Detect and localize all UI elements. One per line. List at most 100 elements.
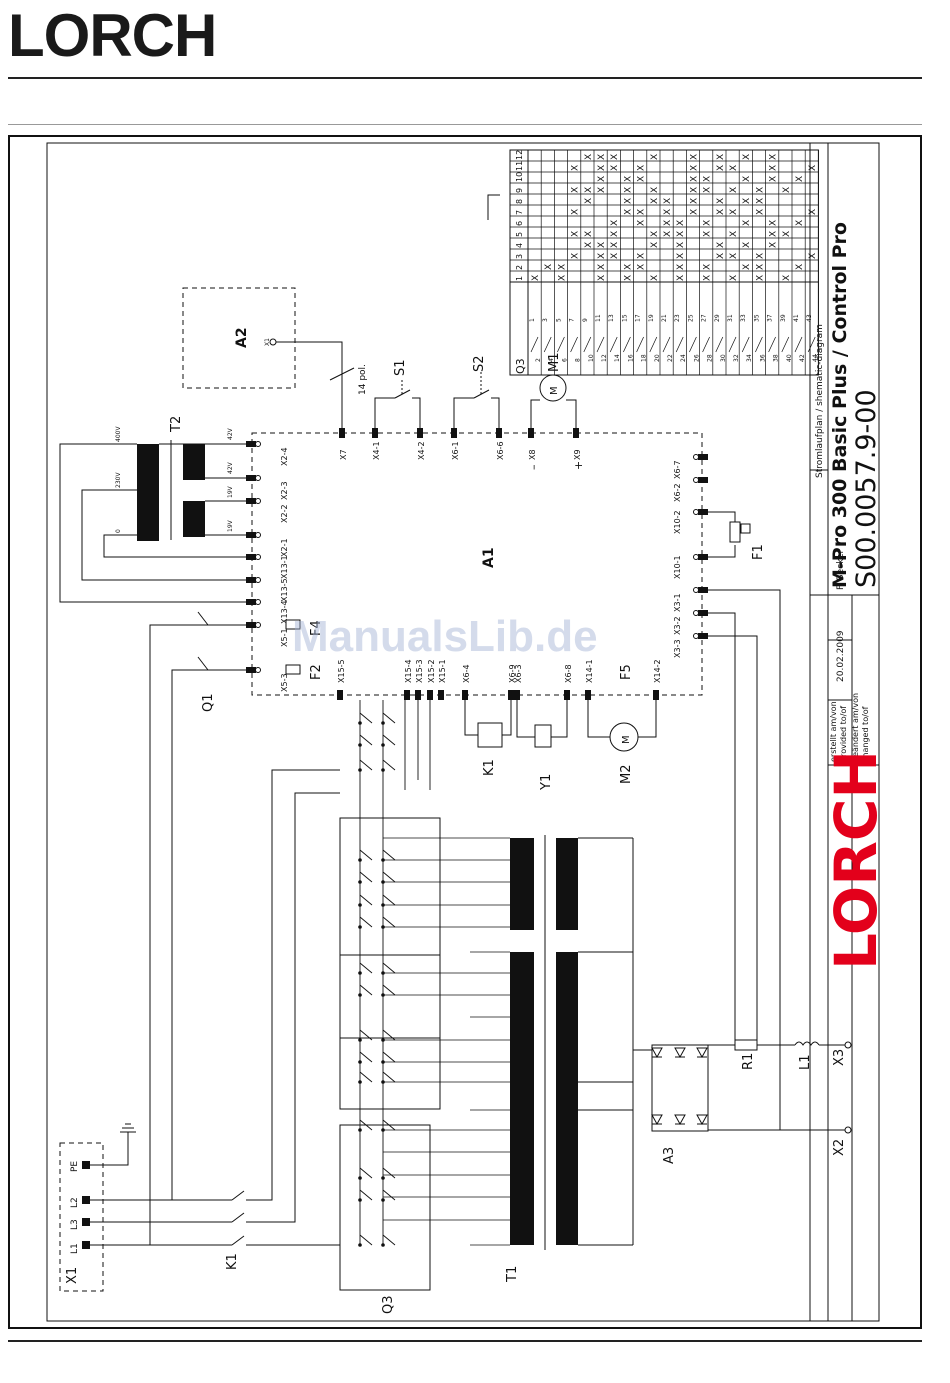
q3-contact-number: 29 bbox=[714, 314, 721, 322]
q3-mark: X bbox=[769, 176, 779, 182]
q3-contact-number: 20 bbox=[654, 354, 661, 362]
q3-contact-number: 31 bbox=[727, 314, 734, 322]
a1-label: A1 bbox=[481, 547, 497, 568]
q3-mark: X bbox=[742, 198, 752, 204]
q3-mark: X bbox=[808, 253, 818, 259]
q3-contact-number: 11 bbox=[595, 314, 602, 322]
q3-contact bbox=[359, 894, 373, 906]
connector-label: X6-1 bbox=[451, 441, 460, 460]
q3-contact-number: 8 bbox=[575, 358, 582, 362]
q3-mark: X bbox=[769, 242, 779, 248]
q3-mark: X bbox=[769, 220, 779, 226]
q3-mark: X bbox=[729, 187, 739, 193]
x1-l2: L2 bbox=[70, 1197, 80, 1208]
q3-contact bbox=[382, 1189, 396, 1201]
q3-contact-number: 32 bbox=[733, 354, 740, 362]
f1-label: F1 bbox=[751, 544, 766, 560]
changed-label-de: geändert am/von bbox=[851, 693, 860, 762]
connector-label: X6-3 bbox=[514, 664, 523, 683]
l1-label: L1 bbox=[798, 1054, 813, 1070]
q3-mark: X bbox=[584, 198, 594, 204]
q3-table-handle bbox=[487, 194, 500, 220]
q3-contact-group bbox=[339, 954, 441, 1110]
q3-mark: X bbox=[544, 264, 554, 270]
q3-mark: X bbox=[637, 264, 647, 270]
q3-contact-number: 5 bbox=[555, 318, 562, 322]
q3-col-number: 4 bbox=[515, 243, 524, 248]
q3-contact-number: 44 bbox=[812, 354, 819, 362]
q3-col-number: 1 bbox=[515, 276, 524, 281]
q3-mark: X bbox=[557, 264, 567, 270]
q3-contact bbox=[359, 916, 373, 928]
lorch-red-logo: LORCH bbox=[822, 750, 890, 970]
q3-contact-symbol bbox=[636, 336, 644, 353]
q3-mark: X bbox=[795, 220, 805, 226]
q3-contact bbox=[359, 849, 373, 861]
q3-mark: X bbox=[676, 275, 686, 281]
q3-mark: X bbox=[742, 264, 752, 270]
connector-socket bbox=[693, 610, 699, 616]
connector-label: X15-1 bbox=[438, 659, 447, 683]
connector-socket bbox=[255, 532, 261, 538]
q3-mark: X bbox=[755, 187, 765, 193]
k1-coil-label: K1 bbox=[482, 759, 497, 776]
t2-19v-b: 19V bbox=[227, 519, 234, 532]
connector-pin bbox=[698, 454, 708, 460]
q3-contact-symbol bbox=[741, 336, 750, 353]
connector-label: X6-9 bbox=[508, 664, 517, 683]
connector-label: X7 bbox=[339, 449, 348, 460]
q3-mark: X bbox=[663, 209, 673, 215]
q3-mark: X bbox=[531, 275, 541, 281]
q3-contact bbox=[359, 984, 373, 996]
q3-contact-number: 15 bbox=[621, 314, 628, 322]
created-label-en: provided to/of bbox=[839, 706, 848, 762]
q3-contact-number: 9 bbox=[582, 318, 589, 322]
a2-board-outline bbox=[182, 287, 296, 389]
q3-mark: X bbox=[637, 176, 647, 182]
q3-mark: X bbox=[716, 209, 726, 215]
m2-motor-symbol: M bbox=[621, 735, 632, 744]
q3-mark: X bbox=[610, 231, 620, 237]
q3-mark: X bbox=[716, 198, 726, 204]
connector-label: X4-2 bbox=[417, 441, 426, 460]
q3-contact-number: 42 bbox=[799, 354, 806, 362]
bottom-loads: K1 Y1 M M2 F5 bbox=[464, 664, 657, 791]
q3-contact bbox=[359, 1189, 373, 1201]
q3-mark: X bbox=[650, 154, 660, 160]
q3-mark: X bbox=[637, 209, 647, 215]
q3-contact-number: 4 bbox=[548, 358, 555, 362]
q3-contact-number: 1 bbox=[529, 318, 536, 322]
q3-mark: X bbox=[571, 253, 581, 259]
q3-contact bbox=[382, 962, 396, 974]
connector-label: X6-2 bbox=[673, 483, 682, 502]
connector-socket bbox=[693, 509, 699, 515]
connector-label: X6-8 bbox=[564, 664, 573, 683]
created-label-de: erstellt am/von bbox=[829, 701, 838, 762]
t2-19v-a: 19V bbox=[227, 485, 234, 498]
q3-mark: X bbox=[597, 165, 607, 171]
connector-label: X2-4 bbox=[280, 447, 289, 466]
author: F. Becker bbox=[836, 549, 846, 590]
connector-pin bbox=[698, 477, 708, 483]
secondary-bus bbox=[632, 838, 652, 1051]
q3-contact bbox=[382, 916, 396, 928]
t1-core-winding bbox=[510, 838, 534, 930]
q3-contact-symbol bbox=[689, 336, 697, 353]
q3-mark: X bbox=[703, 275, 713, 281]
connector-label: X3-1 bbox=[673, 593, 682, 612]
q3-contact bbox=[382, 1051, 396, 1063]
q3-mark: X bbox=[637, 165, 647, 171]
document-number: S00.0057.9-00 bbox=[851, 389, 882, 588]
connector-socket bbox=[255, 554, 261, 560]
footer-rule bbox=[8, 1340, 922, 1342]
q3-col-number: 7 bbox=[515, 210, 524, 215]
connector-pin bbox=[496, 428, 502, 438]
connector-socket bbox=[255, 498, 261, 504]
q3-mark: X bbox=[650, 231, 660, 237]
diagram-type-label: Stromlaufplan / shematic-diagram bbox=[815, 324, 825, 478]
a3-label: A3 bbox=[662, 1147, 677, 1164]
q3-mark: X bbox=[597, 242, 607, 248]
connector-label: X6-4 bbox=[462, 664, 471, 683]
q3-mark: X bbox=[623, 264, 633, 270]
